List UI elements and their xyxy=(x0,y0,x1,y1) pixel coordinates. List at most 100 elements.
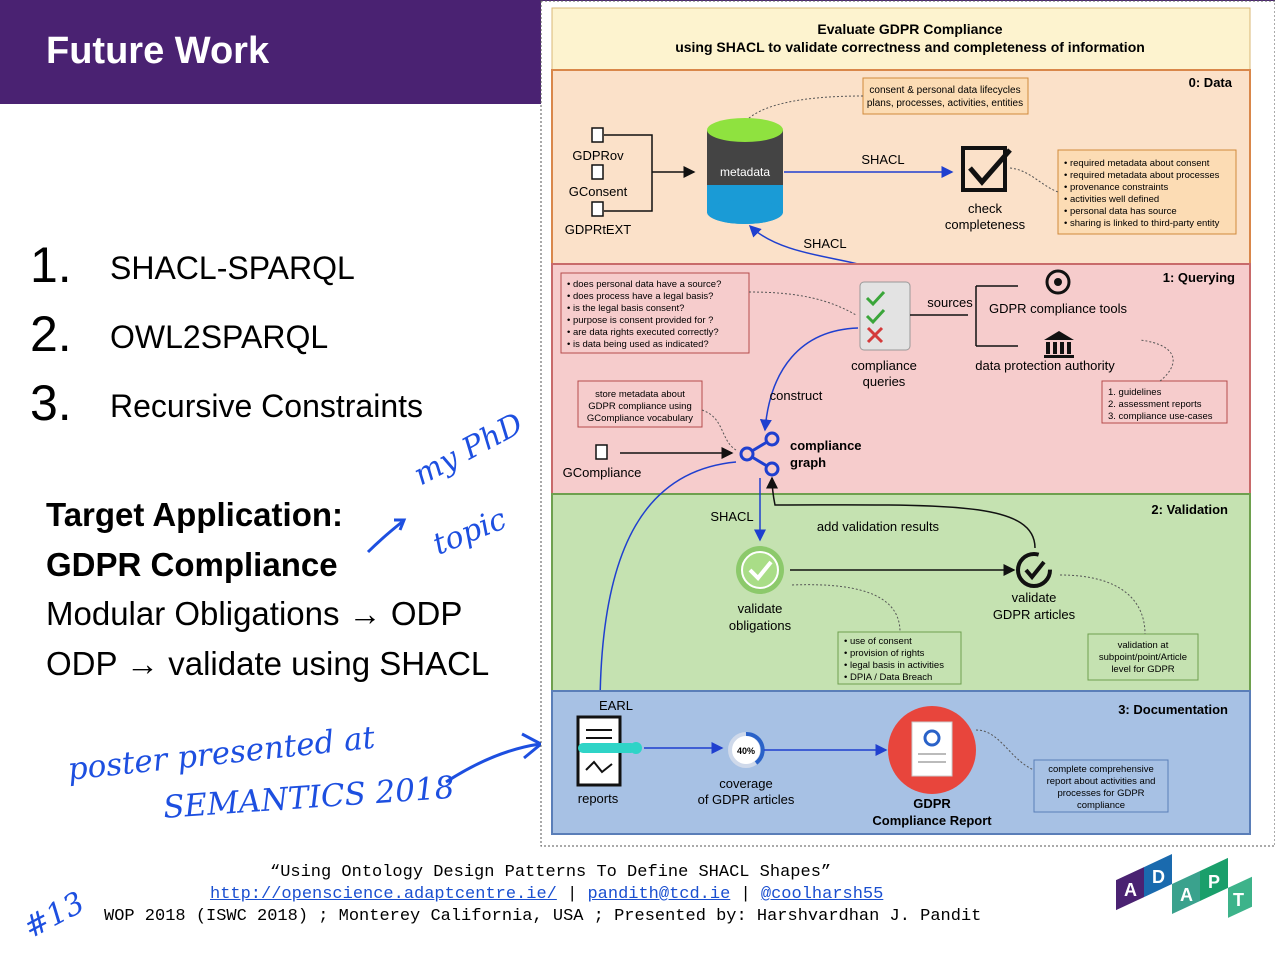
svg-text:• DPIA / Data Breach: • DPIA / Data Breach xyxy=(844,672,932,683)
svg-text:store metadata about: store metadata about xyxy=(595,389,685,400)
report-icon xyxy=(576,715,642,787)
share-graph-icon xyxy=(739,431,780,477)
svg-text:P: P xyxy=(1208,872,1220,892)
list-text: OWL2SPARQL xyxy=(110,319,329,355)
list-number: 2. xyxy=(30,306,72,362)
annotation-my-phd: my PhD xyxy=(408,406,530,493)
document-icon xyxy=(591,201,604,217)
svg-text:• legal basis in activities: • legal basis in activities xyxy=(844,660,944,671)
list-number: 1. xyxy=(30,237,72,293)
footer-paper-title: “Using Ontology Design Patterns To Defin… xyxy=(270,863,832,882)
diagram-title: Evaluate GDPR Compliance xyxy=(817,21,1002,37)
svg-text:• provision of rights: • provision of rights xyxy=(844,648,925,659)
shacl-label: SHACL xyxy=(803,236,846,251)
svg-text:data protection authority: data protection authority xyxy=(975,358,1115,373)
requirement-item: • provenance constraints xyxy=(1064,182,1168,193)
svg-text:reports: reports xyxy=(578,791,619,806)
svg-text:2. assessment reports: 2. assessment reports xyxy=(1108,399,1202,410)
section-documentation: 3: Documentation EARL reports 40% covera… xyxy=(551,690,1251,835)
svg-text:validate: validate xyxy=(738,601,783,616)
list-text: SHACL-SPARQL xyxy=(110,250,355,286)
section-data: 0: Data consent & personal data lifecycl… xyxy=(551,69,1251,283)
svg-text:• is the legal basis consent?: • is the legal basis consent? xyxy=(567,303,684,314)
section-validation: 2: Validation SHACL add validation resul… xyxy=(551,461,1251,712)
list-text: Recursive Constraints xyxy=(110,388,423,424)
svg-text:compliance: compliance xyxy=(851,358,917,373)
svg-text:level for GDPR: level for GDPR xyxy=(1111,664,1174,675)
section-label: 1: Querying xyxy=(1163,270,1235,285)
footer-email-link[interactable]: pandith@tcd.ie xyxy=(587,885,731,904)
svg-text:validation at: validation at xyxy=(1118,640,1169,651)
requirement-item: • personal data has source xyxy=(1064,206,1177,217)
svg-text:• is data being used as indica: • is data being used as indicated? xyxy=(567,339,709,350)
svg-text:of GDPR articles: of GDPR articles xyxy=(698,792,795,807)
svg-text:validate: validate xyxy=(1012,590,1057,605)
section-label: 3: Documentation xyxy=(1118,702,1228,717)
svg-text:add validation results: add validation results xyxy=(817,519,940,534)
svg-text:T: T xyxy=(1233,890,1244,910)
svg-text:• does personal data have a so: • does personal data have a source? xyxy=(567,279,721,290)
svg-text:3. compliance use-cases: 3. compliance use-cases xyxy=(1108,411,1213,422)
svg-text:check: check xyxy=(968,201,1002,216)
target-application: Target Application: GDPR Compliance Modu… xyxy=(46,490,489,688)
svg-text:obligations: obligations xyxy=(729,618,792,633)
footer-twitter-link[interactable]: @coolharsh55 xyxy=(760,885,884,904)
document-icon xyxy=(595,444,608,460)
document-icon xyxy=(591,164,604,180)
svg-text:completeness: completeness xyxy=(945,217,1026,232)
svg-text:• does process have a legal ba: • does process have a legal basis? xyxy=(567,291,713,302)
footer-venue: WOP 2018 (ISWC 2018) ; Monterey Californ… xyxy=(104,907,982,926)
target-line: ODP → validate using SHACL xyxy=(46,644,490,682)
svg-text:graph: graph xyxy=(790,455,826,470)
svg-text:compliance: compliance xyxy=(790,438,862,453)
coverage-gauge-icon xyxy=(728,732,765,768)
svg-text:coverage: coverage xyxy=(719,776,772,791)
svg-text:• are data rights executed cor: • are data rights executed correctly? xyxy=(567,327,719,338)
footer-url-link[interactable]: http://openscience.adaptcentre.ie/ xyxy=(210,885,557,904)
svg-text:processes for GDPR: processes for GDPR xyxy=(1057,788,1144,799)
footer-links: http://openscience.adaptcentre.ie/ | pan… xyxy=(210,885,884,904)
svg-text:1. guidelines: 1. guidelines xyxy=(1108,387,1162,398)
svg-text:D: D xyxy=(1152,867,1165,887)
requirement-item: • sharing is linked to third-party entit… xyxy=(1064,218,1220,229)
gear-icon xyxy=(1045,269,1071,295)
gdpr-compliance-diagram: Evaluate GDPR Compliance using SHACL to … xyxy=(540,0,1275,847)
svg-text:A: A xyxy=(1180,885,1193,905)
file-label: GDPRov xyxy=(572,148,624,163)
check-completeness-icon xyxy=(961,146,1012,192)
file-label: GConsent xyxy=(569,184,628,199)
slide-title: Future Work xyxy=(46,30,270,72)
institution-icon xyxy=(1044,331,1074,358)
svg-text:construct: construct xyxy=(770,388,823,403)
svg-text:A: A xyxy=(1124,880,1137,900)
svg-text:sources: sources xyxy=(927,295,973,310)
database-icon xyxy=(707,118,783,224)
svg-text:compliance: compliance xyxy=(1077,800,1125,811)
file-label: GDPRtEXT xyxy=(565,222,632,237)
metadata-label: metadata xyxy=(720,165,770,179)
slide-number: #13 xyxy=(18,885,91,946)
svg-text:complete comprehensive: complete comprehensive xyxy=(1048,764,1154,775)
svg-text:GDPR compliance using: GDPR compliance using xyxy=(588,401,692,412)
svg-text:GDPR articles: GDPR articles xyxy=(993,607,1076,622)
annotation-semantics: SEMANTICS 2018 xyxy=(162,769,456,826)
section-label: 2: Validation xyxy=(1151,502,1228,517)
adapt-logo: A D A P T xyxy=(1116,854,1252,918)
svg-text:queries: queries xyxy=(863,374,906,389)
requirement-item: • required metadata about consent xyxy=(1064,158,1210,169)
validate-articles-icon xyxy=(1016,552,1052,588)
svg-text:40%: 40% xyxy=(737,746,755,756)
list-number: 3. xyxy=(30,375,72,431)
svg-text:• purpose is consent provided: • purpose is consent provided for ? xyxy=(567,315,713,326)
section-label: 0: Data xyxy=(1189,75,1233,90)
svg-text:consent & personal data lifecy: consent & personal data lifecycles xyxy=(869,85,1020,96)
svg-text:GDPR compliance tools: GDPR compliance tools xyxy=(989,301,1127,316)
svg-text:subpoint/point/Article: subpoint/point/Article xyxy=(1099,652,1187,663)
svg-text:Compliance Report: Compliance Report xyxy=(872,813,992,828)
svg-text:GCompliance vocabulary: GCompliance vocabulary xyxy=(587,413,693,424)
target-line: Modular Obligations → ODP xyxy=(46,595,463,632)
requirement-item: • activities well defined xyxy=(1064,194,1159,205)
shacl-label: SHACL xyxy=(861,152,904,167)
document-icon xyxy=(591,127,604,143)
svg-text:plans, processes, activities,: plans, processes, activities, entities xyxy=(867,98,1023,109)
